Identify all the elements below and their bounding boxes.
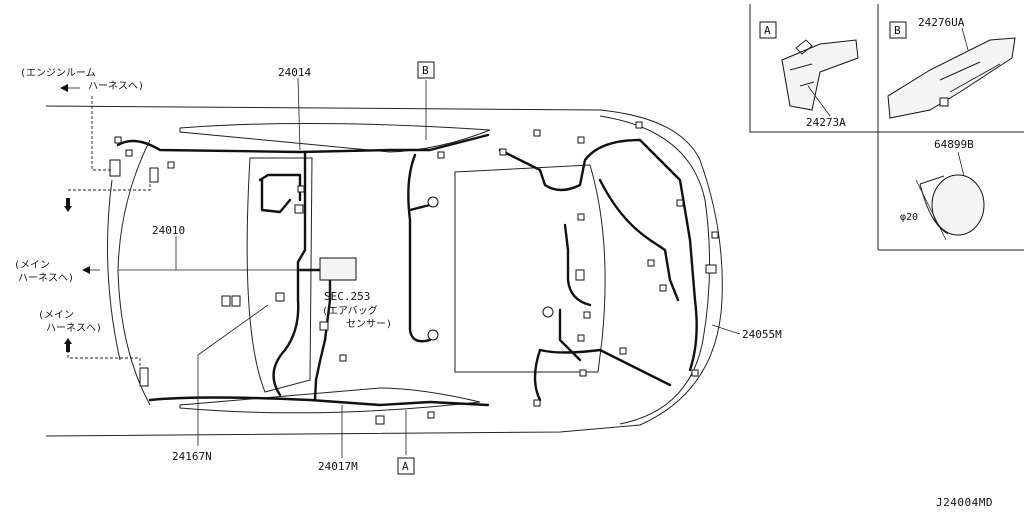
part-64899b-grommet bbox=[919, 174, 985, 236]
note-engine-room-line2: ハーネスへ) bbox=[88, 80, 144, 92]
part-label-24010: 24010 bbox=[152, 224, 185, 237]
detail-b-marker bbox=[889, 21, 907, 39]
note-engine-room-line1: (エンジンルーム bbox=[20, 67, 96, 79]
part-label-24276UA: 24276UA bbox=[918, 16, 965, 29]
note-main-harness-1-line2: ハーネスへ) bbox=[18, 272, 74, 284]
detail-b-marker-letter: B bbox=[894, 24, 901, 37]
section-ref-label: SEC.253 bbox=[324, 290, 370, 303]
part-label-24055M: 24055M bbox=[742, 328, 782, 341]
view-marker-a bbox=[397, 457, 415, 475]
direction-arrows bbox=[60, 84, 100, 352]
arrow-up-icon bbox=[64, 338, 72, 344]
part-label-24167N: 24167N bbox=[172, 450, 212, 463]
part-label-24273A: 24273A bbox=[806, 116, 846, 129]
part-label-64899B: 64899B bbox=[934, 138, 974, 151]
dashed-continuations bbox=[67, 96, 151, 370]
connectors bbox=[109, 121, 719, 425]
view-marker-b bbox=[417, 61, 435, 79]
harness-routing bbox=[116, 133, 698, 407]
note-main-harness-2-line1: (メイン bbox=[38, 310, 74, 321]
arrow-down-icon bbox=[64, 206, 72, 212]
part-24273a-bracket bbox=[781, 39, 859, 111]
detail-a-marker bbox=[759, 21, 777, 39]
car-body-outline bbox=[45, 105, 723, 437]
view-marker-a-letter: A bbox=[402, 460, 409, 473]
part-label-24017M: 24017M bbox=[318, 460, 358, 473]
detail-a-marker-letter: A bbox=[764, 24, 771, 37]
section-ref-note-line1: (エアバッグ bbox=[322, 304, 378, 317]
diagram-code: J24004MD bbox=[936, 496, 993, 509]
dimension-label: φ20 bbox=[900, 212, 918, 223]
part-label-24014: 24014 bbox=[278, 66, 311, 79]
arrow-left-icon bbox=[82, 266, 90, 274]
note-main-harness-1-line1: (メイン bbox=[14, 260, 50, 271]
note-main-harness-2-line2: ハーネスへ) bbox=[46, 322, 102, 334]
section-ref-note-line2: センサー) bbox=[346, 318, 392, 330]
detail-panels: A 24273A B 24276UA 64899B φ20 bbox=[749, 4, 1024, 251]
view-marker-b-letter: B bbox=[422, 64, 429, 77]
airbag-sensor-module bbox=[319, 257, 357, 281]
leader-lines bbox=[118, 77, 741, 458]
arrow-left-icon bbox=[60, 84, 68, 92]
part-24276ua-bracket bbox=[887, 37, 1016, 119]
